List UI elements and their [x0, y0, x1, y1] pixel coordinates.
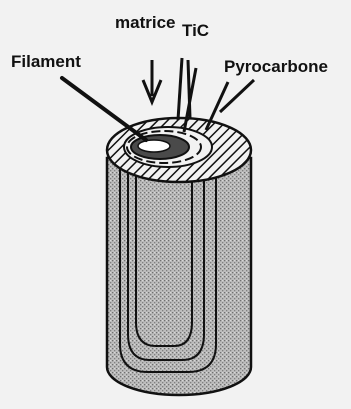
- tic-leader-1: [178, 58, 182, 120]
- label-matrice: matrice: [115, 13, 175, 32]
- filament-leader: [62, 78, 146, 140]
- label-filament: Filament: [11, 52, 81, 71]
- label-pyrocarbone: Pyrocarbone: [224, 57, 328, 76]
- label-tic: TiC: [182, 21, 209, 40]
- filament-core: [138, 140, 170, 152]
- labels: Filament matrice TiC Pyrocarbone: [11, 13, 328, 76]
